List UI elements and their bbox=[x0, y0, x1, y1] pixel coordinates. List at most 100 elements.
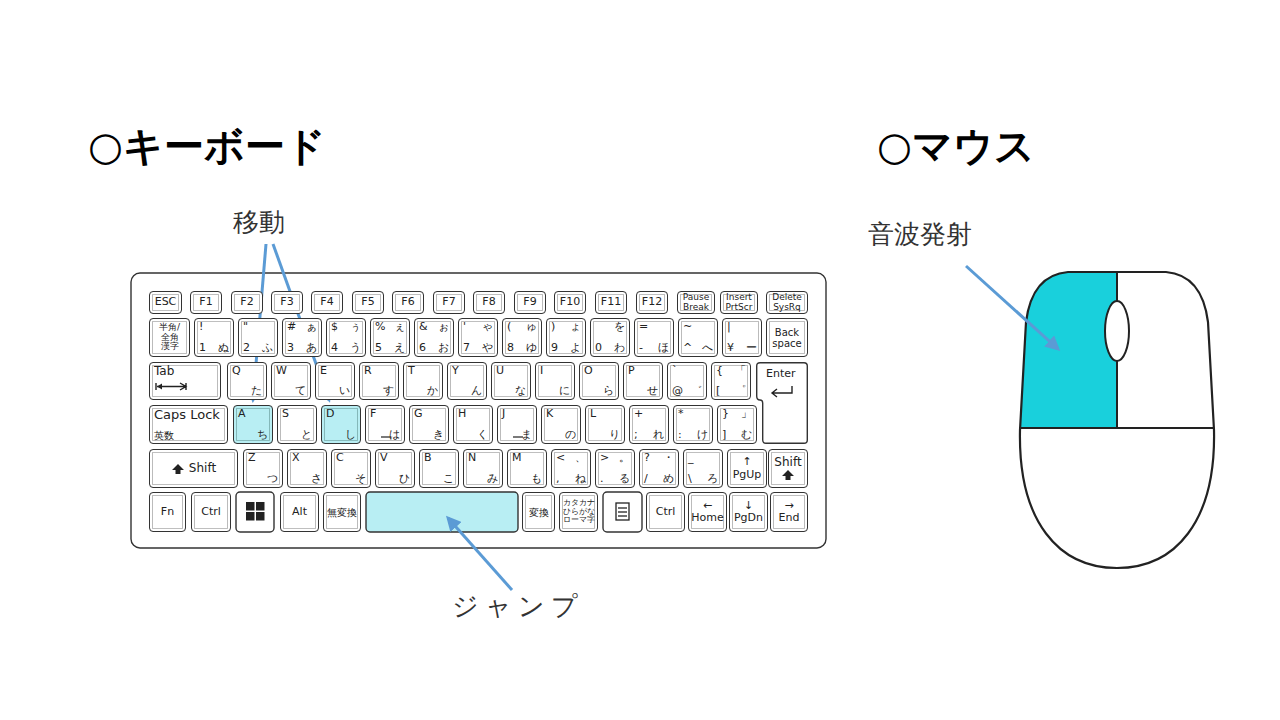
key-legend: A bbox=[238, 408, 246, 420]
key-legend: ね bbox=[575, 473, 586, 485]
key-legend: Shift bbox=[774, 456, 801, 469]
key-legend: Y bbox=[452, 365, 459, 377]
key-legend: ぉ bbox=[438, 321, 449, 333]
key: Jま bbox=[497, 405, 537, 444]
key-legend: ローマ字 bbox=[563, 516, 595, 525]
key: 'ゃ7や bbox=[458, 318, 498, 357]
key-legend: る bbox=[619, 473, 630, 485]
key-legend: % bbox=[375, 321, 385, 333]
key-legend: D bbox=[326, 408, 334, 420]
key: >。.る bbox=[595, 449, 635, 488]
key-legend: T bbox=[408, 365, 415, 377]
key-legend: み bbox=[487, 473, 498, 485]
key-legend: F bbox=[370, 408, 376, 420]
key-legend: _ bbox=[688, 452, 694, 464]
key: Kの bbox=[541, 405, 581, 444]
key-legend: / bbox=[644, 473, 648, 485]
key: Xさ bbox=[287, 449, 327, 488]
key: Shift bbox=[768, 449, 808, 488]
key: Wて bbox=[271, 362, 311, 400]
key-legend: 6 bbox=[419, 342, 426, 354]
key-legend: F7 bbox=[442, 296, 455, 308]
key-legend: * bbox=[678, 408, 684, 420]
key: カタカナひらがなローマ字 bbox=[559, 492, 598, 532]
key-face: 変換 bbox=[523, 493, 554, 531]
key-face: ←Home bbox=[689, 493, 726, 531]
key: Zつ bbox=[243, 449, 283, 488]
key-face: F1 bbox=[191, 292, 221, 313]
key-legend: ま bbox=[521, 429, 532, 441]
callout-label: 音波発射 bbox=[868, 219, 972, 250]
key-legend: \ bbox=[688, 473, 692, 485]
key-legend: ' bbox=[463, 321, 466, 333]
key-legend: ぅ bbox=[350, 321, 361, 333]
key-legend: 4 bbox=[331, 342, 338, 354]
key-face: ↑PgUp bbox=[728, 450, 766, 487]
key-legend: Enter bbox=[766, 368, 796, 380]
key-legend: ↓ bbox=[744, 500, 753, 512]
key: %ぇ5え bbox=[370, 318, 410, 357]
key-face: Delete SysRq bbox=[767, 292, 807, 313]
key-legend: $ bbox=[331, 321, 338, 333]
key-legend: 9 bbox=[551, 342, 558, 354]
key-face: F7 bbox=[434, 292, 464, 313]
key: Cそ bbox=[331, 449, 371, 488]
key-legend: Tab bbox=[154, 365, 174, 378]
section-heading: ○キーボード bbox=[88, 122, 326, 170]
key: F12 bbox=[636, 291, 668, 314]
key-face: カタカナひらがなローマ字 bbox=[560, 493, 597, 531]
key: F11 bbox=[595, 291, 627, 314]
key-face: Ctrl bbox=[192, 493, 230, 531]
key-legend: 1 bbox=[199, 342, 206, 354]
key-legend: I bbox=[540, 365, 543, 377]
key: →End bbox=[770, 492, 808, 532]
key: Iに bbox=[535, 362, 575, 400]
key: }」]む bbox=[717, 405, 757, 444]
key-legend: → bbox=[784, 500, 793, 512]
key-legend: ¥ bbox=[727, 342, 734, 354]
key: F10 bbox=[554, 291, 586, 314]
key: +;れ bbox=[629, 405, 669, 444]
key-legend: 変換 bbox=[529, 507, 549, 518]
key-legend: ! bbox=[199, 321, 203, 333]
key-face: F11 bbox=[596, 292, 626, 313]
key: Ctrl bbox=[191, 492, 231, 532]
key: Aち bbox=[233, 405, 273, 444]
key-legend: う bbox=[350, 342, 361, 354]
key-legend: L bbox=[590, 408, 596, 420]
key-legend: M bbox=[512, 452, 522, 464]
key-legend: す bbox=[383, 385, 394, 397]
key-legend: て bbox=[295, 385, 306, 397]
key-legend: 3 bbox=[287, 342, 294, 354]
key-legend: も bbox=[531, 473, 542, 485]
key-legend: ぬ bbox=[218, 342, 229, 354]
key-face: Shift bbox=[150, 450, 237, 487]
key: F5 bbox=[352, 291, 384, 314]
key-face: Ctrl bbox=[647, 493, 684, 531]
key-legend: 。 bbox=[619, 452, 630, 464]
key-legend: な bbox=[515, 385, 526, 397]
key: ! 1ぬ bbox=[194, 318, 234, 357]
key: ↑PgUp bbox=[727, 449, 767, 488]
key-legend: ↑ bbox=[742, 456, 751, 468]
menu-key bbox=[603, 492, 642, 532]
key-legend: Caps Lock bbox=[154, 408, 220, 422]
key-legend: ; bbox=[634, 429, 638, 441]
key-legend: [ bbox=[716, 385, 720, 397]
key: `@゛ bbox=[667, 362, 707, 400]
key: ESC bbox=[149, 291, 182, 314]
key: Qた bbox=[227, 362, 267, 400]
key: F3 bbox=[271, 291, 303, 314]
key-legend: ゃ bbox=[482, 321, 493, 333]
key-legend: Alt bbox=[292, 506, 307, 518]
key-legend: カタカナ bbox=[563, 499, 595, 508]
key-legend: つ bbox=[267, 473, 278, 485]
key: Uな bbox=[491, 362, 531, 400]
key-legend: 、 bbox=[575, 452, 586, 464]
key-legend: F2 bbox=[240, 296, 253, 308]
key-legend: ら bbox=[603, 385, 614, 397]
key: "2ふ bbox=[238, 318, 278, 357]
shift-icon bbox=[781, 469, 795, 481]
key: Oら bbox=[579, 362, 619, 400]
key: Caps Lock英数 bbox=[149, 405, 228, 444]
